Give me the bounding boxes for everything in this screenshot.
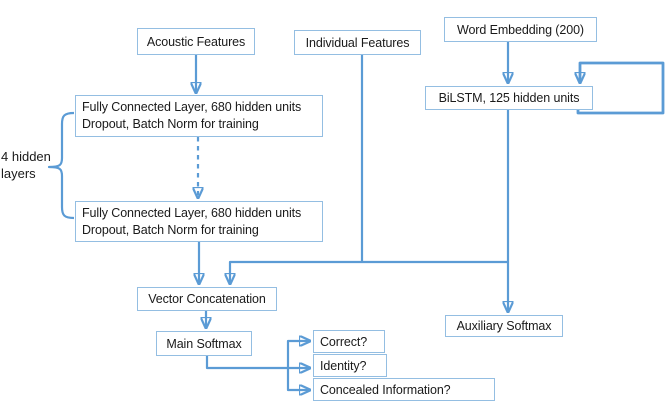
- line-main-softmax-stem: [205, 356, 288, 370]
- label-4-hidden-layers: 4 hidden layers: [1, 148, 51, 182]
- node-vector-concatenation: Vector Concatenation: [137, 287, 277, 311]
- node-identity: Identity?: [313, 354, 387, 377]
- node-auxiliary-softmax: Auxiliary Softmax: [445, 315, 563, 337]
- node-label: Main Softmax: [166, 336, 242, 351]
- brace-4-hidden-layers: [47, 111, 75, 220]
- node-label: Acoustic Features: [146, 34, 246, 49]
- node-label: Vector Concatenation: [148, 292, 266, 306]
- node-label: Correct?: [320, 334, 368, 349]
- node-main-softmax: Main Softmax: [156, 331, 252, 356]
- node-label: BiLSTM, 125 hidden units: [438, 91, 580, 105]
- node-correct: Correct?: [313, 330, 385, 353]
- node-label: Identity?: [320, 358, 367, 373]
- loop-bilstm-recurrent: [578, 61, 665, 115]
- node-label-line2: Dropout, Batch Norm for training: [82, 117, 259, 131]
- node-concealed-information: Concealed Information?: [313, 378, 495, 401]
- label-line2: layers: [1, 166, 36, 181]
- node-label: Word Embedding (200): [456, 22, 584, 37]
- node-bilstm: BiLSTM, 125 hidden units: [425, 86, 593, 110]
- node-individual-features: Individual Features: [294, 30, 421, 55]
- arrow-to-concealed-information: [286, 368, 309, 390]
- node-label: Individual Features: [305, 35, 410, 50]
- node-label: Auxiliary Softmax: [456, 319, 552, 333]
- node-acoustic-features: Acoustic Features: [137, 28, 255, 55]
- node-label-line2: Dropout, Batch Norm for training: [82, 222, 259, 237]
- node-label-line1: Fully Connected Layer, 680 hidden units: [82, 100, 302, 114]
- arrow-to-correct: [286, 341, 309, 368]
- label-line1: 4 hidden: [1, 149, 51, 164]
- node-word-embedding: Word Embedding (200): [444, 17, 597, 42]
- node-fully-connected-layer-2: Fully Connected Layer, 680 hidden units …: [75, 201, 323, 242]
- node-fully-connected-layer-1: Fully Connected Layer, 680 hidden units …: [75, 95, 323, 137]
- arrow-junction-to-concatenation: [230, 260, 507, 283]
- node-label-line1: Fully Connected Layer, 680 hidden units: [82, 205, 302, 220]
- node-label: Concealed Information?: [320, 382, 451, 397]
